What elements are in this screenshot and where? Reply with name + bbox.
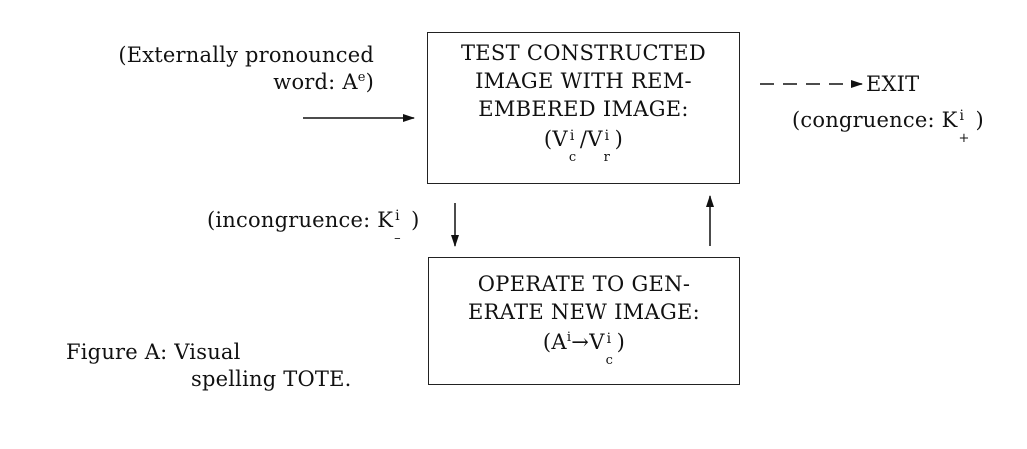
- caption-line2: spelling TOTE.: [191, 367, 352, 391]
- operate-box-line2: ERATE NEW IMAGE:: [467, 300, 701, 324]
- input-label: (Externally pronounced word: Ae): [118, 42, 374, 96]
- test-box-line3: EMBERED IMAGE:: [478, 97, 689, 121]
- arrow-glyph: →: [571, 330, 590, 354]
- test-box: TEST CONSTRUCTED IMAGE WITH REM- EMBERED…: [427, 32, 740, 184]
- operate-box-line1: OPERATE TO GEN-: [477, 272, 691, 296]
- test-box-text: TEST CONSTRUCTED IMAGE WITH REM- EMBERED…: [428, 39, 739, 165]
- figure-caption: Figure A: Visual spelling TOTE.: [66, 339, 351, 393]
- test-box-line1: TEST CONSTRUCTED: [460, 41, 706, 65]
- input-label-line1: (Externally pronounced: [118, 43, 374, 67]
- input-label-line2: word: Ae): [273, 70, 374, 94]
- caption-line1: Figure A: Visual: [66, 340, 241, 364]
- exit-label: EXIT: [866, 72, 920, 96]
- test-box-line2: IMAGE WITH REM-: [475, 69, 692, 93]
